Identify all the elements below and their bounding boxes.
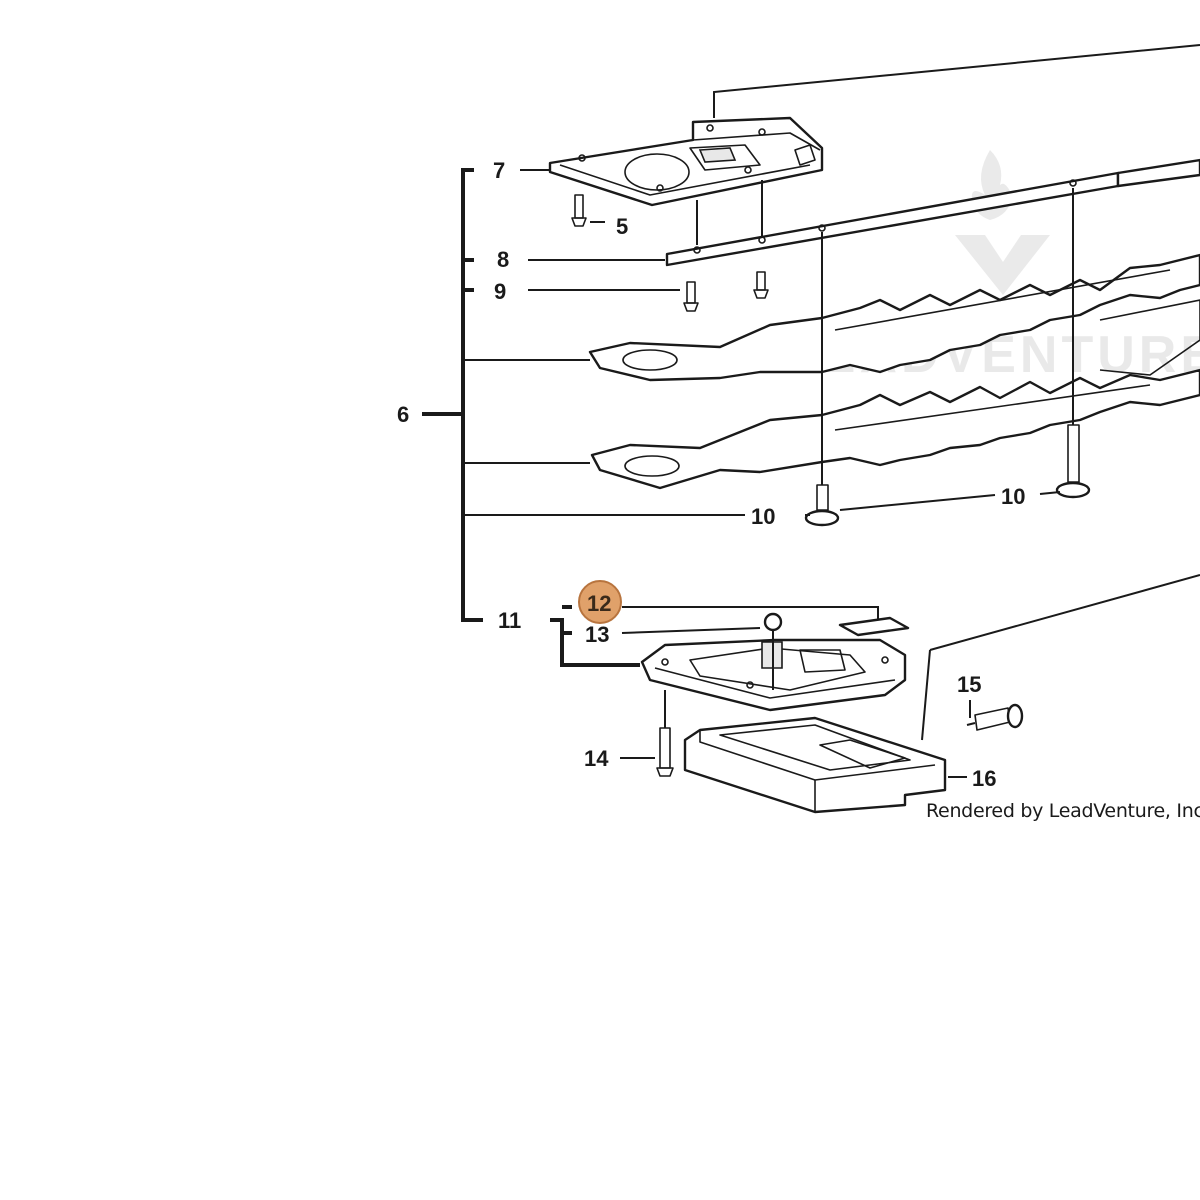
callout-10a[interactable]: 10 (751, 504, 775, 529)
callout-8[interactable]: 8 (497, 247, 509, 272)
part-14-screw (620, 690, 674, 777)
part-10-bolts (804, 188, 1091, 527)
callout-9[interactable]: 9 (494, 279, 506, 304)
callout-14[interactable]: 14 (584, 746, 609, 771)
callout-10b[interactable]: 10 (1001, 484, 1025, 509)
callout-6[interactable]: 6 (397, 402, 409, 427)
part-12-gasket (838, 616, 910, 637)
part-7-mounting-plate (548, 116, 824, 245)
leader-10b (839, 494, 996, 511)
leader-10c (1039, 491, 1061, 495)
callout-15[interactable]: 15 (957, 672, 981, 697)
lower-cutting-blade (590, 368, 1200, 490)
leader-top-right (713, 44, 1200, 118)
part-8-blade-bar (665, 158, 1200, 267)
leader-16-vert (921, 649, 931, 741)
part-15-screw (966, 700, 1024, 731)
render-credit: Rendered by LeadVenture, Inc. (926, 800, 1200, 822)
leader-right-diag (929, 574, 1200, 651)
part-11-gear-housing (640, 630, 907, 712)
callout-11[interactable]: 11 (498, 608, 521, 633)
part-13-ball (763, 612, 783, 632)
part-16-cover (683, 716, 967, 814)
callout-12[interactable]: 12 (587, 591, 611, 616)
part-9-screws (683, 271, 769, 312)
callout-7[interactable]: 7 (493, 158, 505, 183)
callout-16[interactable]: 16 (972, 766, 996, 791)
callout-5[interactable]: 5 (616, 214, 628, 239)
callout-13[interactable]: 13 (585, 622, 609, 647)
highlight-callout-12[interactable] (578, 580, 622, 624)
group-6-bracket (422, 168, 810, 622)
upper-cutting-blade (588, 253, 1200, 382)
part-5-screw (571, 194, 605, 227)
group-11-bracket (550, 605, 879, 667)
